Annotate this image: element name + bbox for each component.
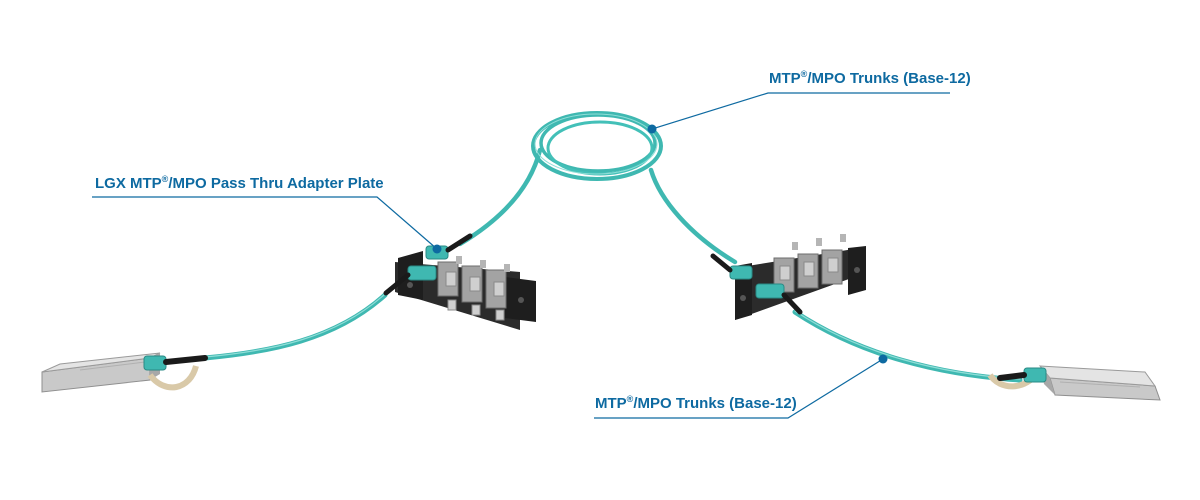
adapter-plate-right-icon xyxy=(710,234,866,320)
callout-left-dot xyxy=(432,244,442,254)
callout-top-label: MTP®/MPO Trunks (Base-12) xyxy=(769,70,971,88)
callout-left-label: LGX MTP®/MPO Pass Thru Adapter Plate xyxy=(95,175,384,193)
fiber-cable-coil-icon xyxy=(457,111,738,265)
callout-bottom-text-post: /MPO Trunks (Base-12) xyxy=(633,395,797,412)
qsfp-transceiver-right-icon xyxy=(987,365,1161,401)
registered-mark: ® xyxy=(161,174,169,184)
callout-top-leader xyxy=(647,92,950,134)
callout-top-text-pre: MTP xyxy=(769,70,801,87)
registered-mark: ® xyxy=(800,69,808,79)
callout-bottom-leader xyxy=(594,354,888,419)
callout-left-leader xyxy=(92,196,442,254)
registered-mark: ® xyxy=(626,394,634,404)
fiber-cable-left xyxy=(202,292,388,361)
callout-left-text-post: /MPO Pass Thru Adapter Plate xyxy=(168,175,384,192)
adapter-plate-left-icon xyxy=(383,233,536,330)
fiber-cable-right xyxy=(792,309,1023,383)
callout-top-text-post: /MPO Trunks (Base-12) xyxy=(807,70,971,87)
callout-bottom-dot xyxy=(878,354,888,364)
callout-left-text-pre: LGX MTP xyxy=(95,175,162,192)
callout-bottom-label: MTP®/MPO Trunks (Base-12) xyxy=(595,395,797,413)
callout-bottom-text-pre: MTP xyxy=(595,395,627,412)
qsfp-transceiver-left-icon xyxy=(41,352,208,393)
callout-top-dot xyxy=(647,124,657,134)
